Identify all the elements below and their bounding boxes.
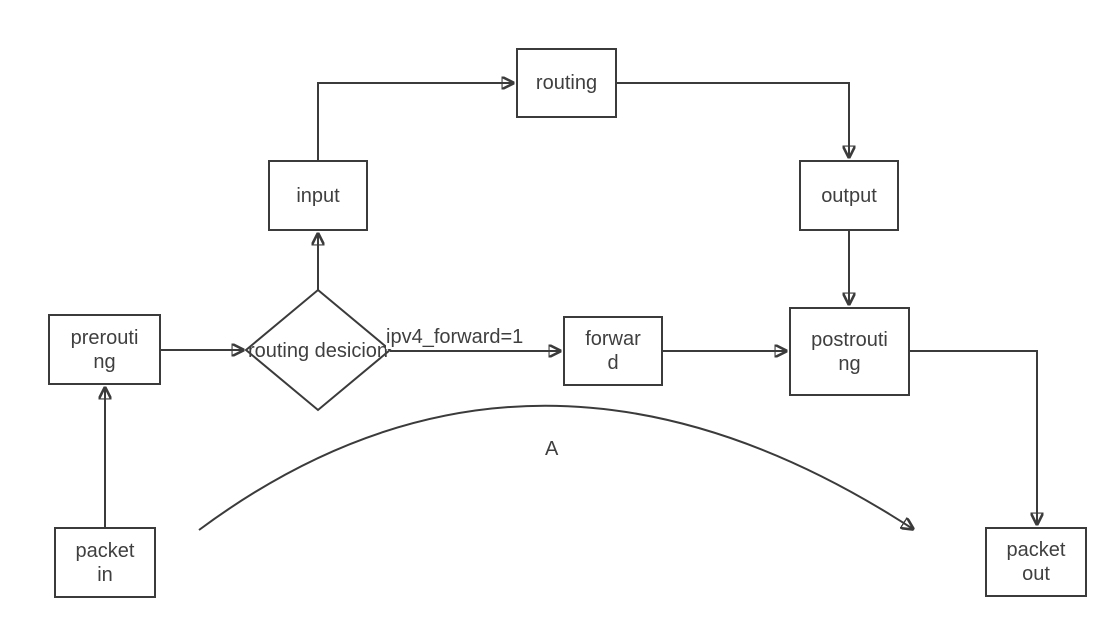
curve-a-label: A bbox=[545, 437, 559, 461]
node-routing-decision-label: routing desicion bbox=[247, 340, 389, 362]
edge-postrouting-to-packetout bbox=[910, 350, 1037, 524]
node-forward: forward bbox=[563, 316, 663, 386]
node-output: output bbox=[799, 160, 899, 231]
node-packet-out: packet out bbox=[985, 527, 1087, 597]
curve-arrow-a bbox=[198, 404, 913, 530]
node-routing: routing bbox=[516, 48, 617, 118]
forward-condition-label: ipv4_forward=1 bbox=[386, 325, 524, 349]
node-prerouting: prerouting bbox=[48, 314, 161, 385]
node-packet-in: packet in bbox=[54, 527, 156, 598]
node-input: input bbox=[268, 160, 368, 231]
decision-diamond bbox=[244, 288, 392, 412]
node-postrouting: postrouting bbox=[789, 307, 910, 396]
edge-input-to-routing bbox=[317, 83, 513, 160]
edge-routing-to-output bbox=[617, 82, 849, 157]
